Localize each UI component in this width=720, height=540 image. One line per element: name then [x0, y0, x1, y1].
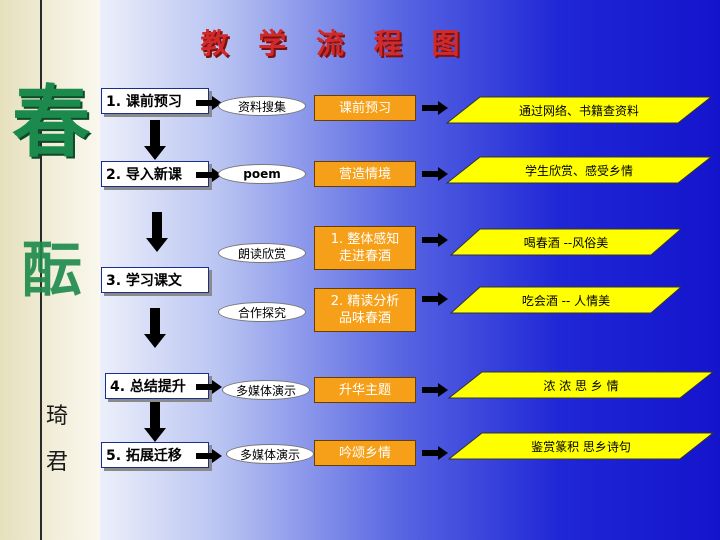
stage-3-box: 3. 学习课文 [101, 267, 209, 293]
outcome-text-4: 吃会酒 -- 人情美 [521, 293, 611, 308]
sidebar-divider-line [40, 0, 42, 540]
stage-4-box: 4. 总结提升 [105, 373, 209, 399]
method-oval-6: 多媒体演示 [226, 444, 314, 464]
right-arrow-activity-6 [422, 446, 448, 460]
method-oval-5: 多媒体演示 [222, 380, 310, 400]
right-arrow-stage-4 [196, 380, 222, 394]
page-title: 教 学 流 程 图 [200, 27, 470, 60]
down-arrow-3 [144, 308, 166, 348]
outcome-box-6: 鉴赏篆积 思乡诗句 [448, 432, 714, 460]
sidebar-char-chun: 春 [12, 77, 91, 168]
method-oval-2: poem [218, 164, 306, 184]
down-arrow-1 [144, 120, 166, 160]
right-arrow-activity-3 [422, 233, 448, 247]
outcome-text-5: 浓 浓 思 乡 情 [543, 378, 619, 393]
activity-box-6: 吟颂乡情 [314, 440, 416, 466]
activity-box-1: 课前预习 [314, 95, 416, 121]
sidebar-char-yun: 酝 [22, 236, 82, 306]
right-arrow-activity-5 [422, 383, 448, 397]
sidebar-char-qi: 琦 [46, 404, 69, 429]
outcome-text-2: 学生欣赏、感受乡情 [524, 163, 633, 178]
right-arrow-stage-2 [196, 168, 222, 182]
sidebar-char-jun: 君 [46, 450, 69, 475]
outcome-text-3: 喝春酒 --风俗美 [523, 235, 609, 250]
method-oval-4: 合作探究 [218, 302, 306, 322]
sidebar-decoration: 春 酝 琦 君 [0, 0, 100, 540]
outcome-text-1: 通过网络、书籍查资料 [518, 103, 639, 118]
right-arrow-activity-1 [422, 101, 448, 115]
outcome-text-6: 鉴赏篆积 思乡诗句 [531, 439, 631, 454]
outcome-box-4: 吃会酒 -- 人情美 [450, 286, 682, 314]
method-oval-1: 资料搜集 [218, 96, 306, 116]
outcome-box-1: 通过网络、书籍查资料 [446, 96, 712, 124]
activity-box-5: 升华主题 [314, 377, 416, 403]
down-arrow-2 [146, 212, 168, 252]
outcome-box-5: 浓 浓 思 乡 情 [448, 371, 714, 399]
down-arrow-4 [144, 402, 166, 442]
stage-2-box: 2. 导入新课 [101, 161, 209, 187]
stage-1-box: 1. 课前预习 [101, 88, 209, 114]
stage-5-box: 5. 拓展迁移 [101, 442, 209, 468]
right-arrow-activity-2 [422, 167, 448, 181]
outcome-box-3: 喝春酒 --风俗美 [450, 228, 682, 256]
activity-box-3: 1. 整体感知 走进春酒 [314, 226, 416, 270]
right-arrow-stage-1 [196, 96, 222, 110]
method-oval-3: 朗读欣赏 [218, 243, 306, 263]
activity-box-4: 2. 精读分析 品味春酒 [314, 288, 416, 332]
right-arrow-activity-4 [422, 292, 448, 306]
outcome-box-2: 学生欣赏、感受乡情 [446, 156, 712, 184]
activity-box-2: 营造情境 [314, 161, 416, 187]
right-arrow-stage-5 [196, 449, 222, 463]
